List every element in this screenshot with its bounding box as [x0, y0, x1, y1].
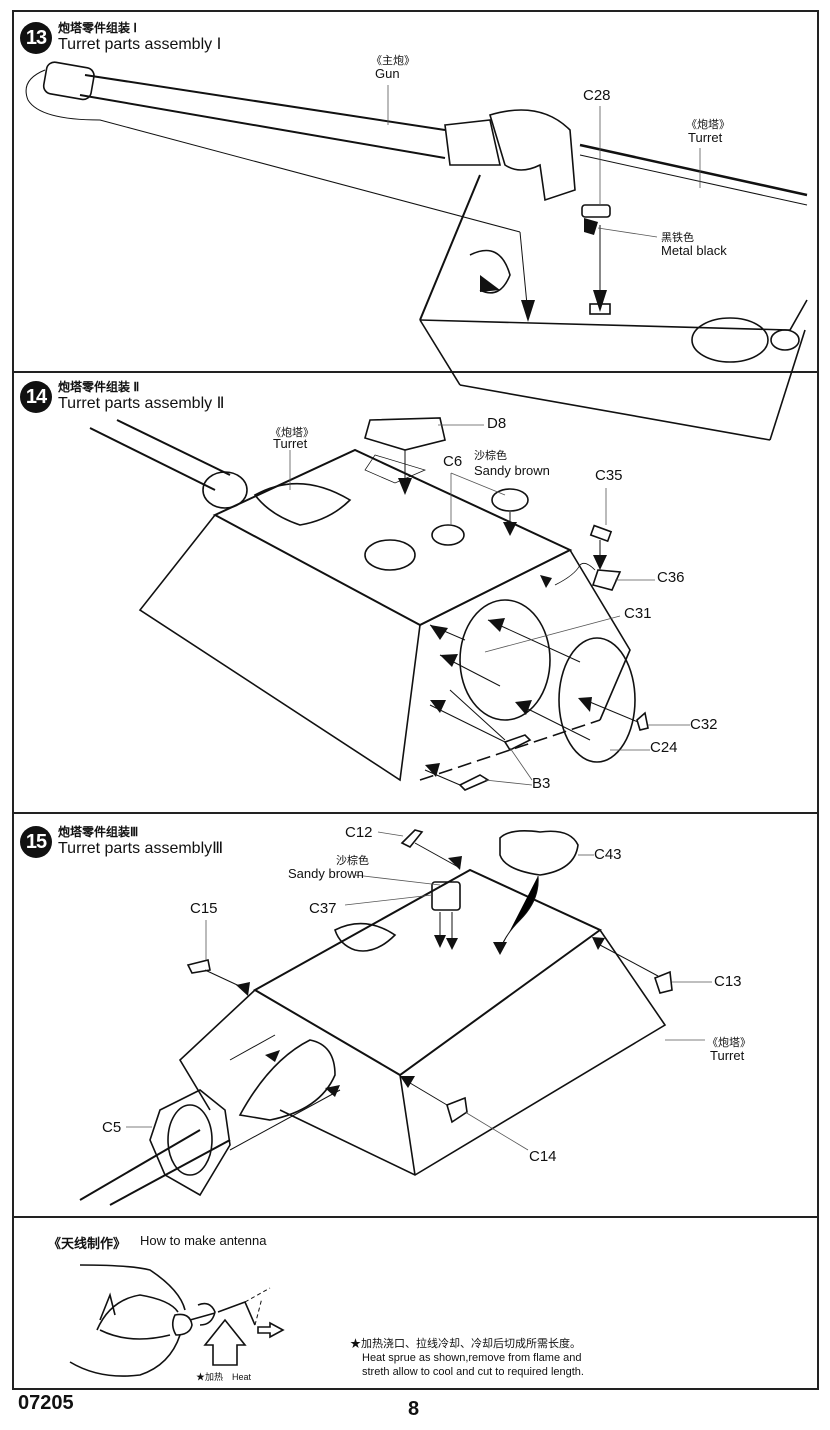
step-title-cn: 炮塔零件组装Ⅲ: [58, 825, 139, 839]
paint-color-cn: 沙棕色: [474, 450, 507, 462]
antenna-note-cn: ★加热浇口、拉线冷却、冷却后切成所需长度。: [350, 1338, 581, 1350]
part-label-d8: D8: [487, 415, 507, 432]
part-label-c36: C36: [657, 569, 685, 586]
part-label-c5: C5: [102, 1119, 122, 1136]
instruction-page-frame: [12, 10, 819, 1390]
paint-color-en: Sandy brown: [474, 463, 550, 478]
turret-label-en: Turret: [688, 130, 723, 145]
part-label-c14: C14: [529, 1148, 557, 1165]
product-code: 07205: [18, 1392, 74, 1414]
turret-label-cn: 《炮塔》: [707, 1037, 751, 1049]
turret-label-en: Turret: [273, 436, 308, 451]
step-14-header: 14 炮塔零件组装 Ⅱ Turret parts assembly Ⅱ: [20, 380, 225, 413]
part-label-c43: C43: [594, 846, 622, 863]
step-number-badge: 13: [20, 22, 52, 54]
section-divider: [12, 812, 819, 814]
part-label-c15: C15: [190, 900, 218, 917]
part-label-c32: C32: [690, 716, 718, 733]
step-title-en: Turret parts assembly Ⅱ: [58, 394, 225, 412]
gun-label-cn: 《主炮》: [371, 55, 415, 67]
section-divider: [12, 1216, 819, 1218]
paint-color-en: Sandy brown: [288, 866, 364, 881]
step-title-cn: 炮塔零件组装 Ⅱ: [58, 380, 140, 394]
step-13-header: 13 炮塔零件组装 Ⅰ Turret parts assembly Ⅰ: [20, 21, 222, 54]
turret-label-en: Turret: [710, 1048, 745, 1063]
step-title-cn: 炮塔零件组装 Ⅰ: [58, 21, 137, 35]
heat-label: ★加热 Heat: [196, 1372, 252, 1382]
section-divider: [12, 371, 819, 373]
part-label-c35: C35: [595, 467, 623, 484]
gun-label-en: Gun: [375, 66, 400, 81]
turret-label-cn: 《炮塔》: [686, 119, 730, 131]
antenna-instructions: ★加热浇口、拉线冷却、冷却后切成所需长度。 Heat sprue as show…: [350, 1337, 584, 1379]
part-label-c28: C28: [583, 87, 611, 104]
step-title-en: Turret parts assemblyⅢ: [58, 839, 224, 857]
part-label-c6: C6: [443, 453, 463, 470]
part-label-c31: C31: [624, 605, 652, 622]
paint-color-cn: 黑铁色: [661, 232, 694, 244]
step-number-badge: 14: [20, 381, 52, 413]
antenna-note-en-1: Heat sprue as shown,remove from flame an…: [362, 1352, 582, 1364]
part-label-c12: C12: [345, 824, 373, 841]
turret-label-cn: 《炮塔》: [270, 427, 314, 439]
paint-color-en: Metal black: [661, 243, 727, 258]
step-number-badge: 15: [20, 826, 52, 858]
antenna-note-en-2: streth allow to cool and cut to required…: [362, 1366, 584, 1378]
antenna-title-cn: 《天线制作》: [48, 1236, 127, 1251]
page-number: 8: [408, 1398, 420, 1420]
part-label-c13: C13: [714, 973, 742, 990]
part-label-b3: B3: [532, 775, 551, 792]
part-label-c24: C24: [650, 739, 678, 756]
antenna-title-en: How to make antenna: [140, 1233, 267, 1248]
step-15-header: 15 炮塔零件组装Ⅲ Turret parts assemblyⅢ: [20, 825, 224, 858]
step-title-en: Turret parts assembly Ⅰ: [58, 35, 222, 53]
part-label-c37: C37: [309, 900, 337, 917]
paint-color-cn: 沙棕色: [336, 855, 369, 867]
